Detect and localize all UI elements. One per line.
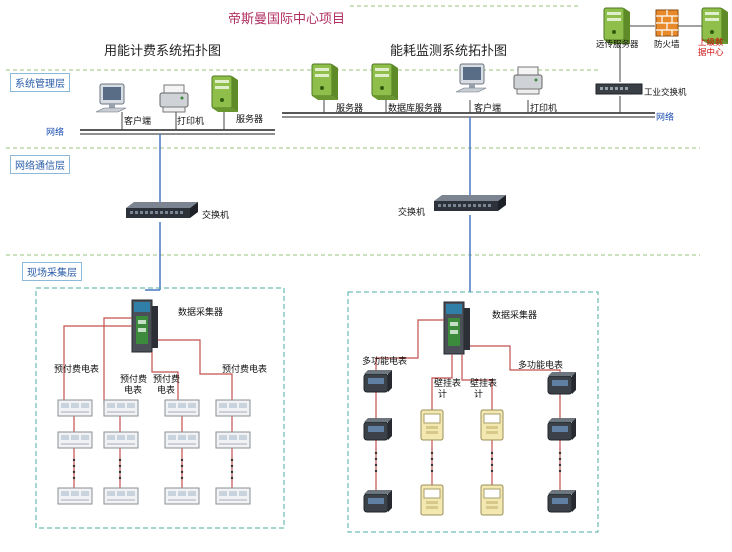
right-printer-icon bbox=[513, 66, 543, 95]
right-ellipsis-dots bbox=[374, 451, 562, 473]
layer-label-field: 现场采集层 bbox=[22, 262, 82, 281]
right-multi-meter-label-2: 多功能电表 bbox=[518, 361, 564, 371]
left-system-title: 用能计费系统拓扑图 bbox=[104, 44, 222, 59]
left-network-label: 网络 bbox=[46, 128, 65, 138]
firewall-label: 防火墙 bbox=[654, 40, 680, 50]
right-rs485-wiring bbox=[375, 319, 561, 495]
left-prepaid-split-1b: 电表 bbox=[124, 386, 143, 396]
right-client-label: 客户端 bbox=[474, 104, 502, 114]
left-server-icon bbox=[211, 75, 239, 113]
remote-server-label: 远传服务器 bbox=[596, 40, 639, 50]
left-prepaid-split-2b: 电表 bbox=[157, 386, 176, 396]
left-ellipsis-dots bbox=[72, 458, 234, 480]
industrial-switch-label: 工业交换机 bbox=[644, 88, 687, 98]
left-prepaid-meter-label-2: 预付费电表 bbox=[222, 365, 268, 375]
right-field-box bbox=[347, 291, 599, 533]
right-server-icon bbox=[311, 63, 339, 101]
left-printer-label: 打印机 bbox=[177, 117, 205, 127]
left-prepaid-meter-label-1: 预付费电表 bbox=[54, 365, 100, 375]
db-server-icon bbox=[371, 63, 399, 101]
left-rs485-wiring bbox=[63, 317, 233, 490]
industrial-switch-icon bbox=[595, 83, 643, 95]
left-server-label: 服务器 bbox=[236, 115, 264, 125]
db-server-label: 数据库服务器 bbox=[388, 104, 443, 114]
left-client-icon bbox=[95, 83, 127, 113]
project-title: 帝斯曼国际中心项目 bbox=[228, 12, 346, 27]
right-multi-meter-label-1: 多功能电表 bbox=[362, 357, 408, 367]
left-prepaid-split-1a: 预付费 bbox=[120, 375, 148, 385]
left-switch-label: 交换机 bbox=[202, 211, 230, 221]
left-collector-icon bbox=[131, 299, 159, 353]
right-network-label: 网络 bbox=[656, 113, 675, 123]
upper-center-label-2: 据中心 bbox=[698, 48, 724, 58]
layer-label-network: 网络通信层 bbox=[10, 155, 70, 174]
left-collector-label: 数据采集器 bbox=[178, 308, 224, 318]
left-printer-icon bbox=[159, 84, 189, 113]
right-system-title: 能耗监测系统拓扑图 bbox=[390, 44, 508, 59]
right-wall-meter-1b: 计 bbox=[438, 390, 448, 400]
left-switch-icon bbox=[126, 202, 198, 218]
right-switch-icon bbox=[434, 195, 506, 211]
right-printer-label: 打印机 bbox=[530, 104, 558, 114]
right-meter-grid bbox=[363, 369, 577, 516]
upper-center-label-1: 上级数 bbox=[698, 38, 724, 48]
left-prepaid-split-2a: 预付费 bbox=[153, 375, 181, 385]
right-switch-label: 交换机 bbox=[398, 208, 426, 218]
left-meter-grid bbox=[57, 399, 251, 505]
right-client-icon bbox=[455, 63, 487, 93]
right-wall-meter-2a: 壁挂表 bbox=[470, 379, 498, 389]
left-field-box bbox=[35, 287, 285, 529]
left-client-label: 客户端 bbox=[124, 117, 152, 127]
right-collector-label: 数据采集器 bbox=[492, 311, 538, 321]
right-wall-meter-1a: 壁挂表 bbox=[434, 379, 462, 389]
firewall-icon bbox=[655, 9, 679, 37]
right-collector-icon bbox=[443, 301, 471, 355]
layer-label-management: 系统管理层 bbox=[10, 73, 70, 92]
right-server-label: 服务器 bbox=[336, 104, 364, 114]
right-wall-meter-2b: 计 bbox=[474, 390, 484, 400]
